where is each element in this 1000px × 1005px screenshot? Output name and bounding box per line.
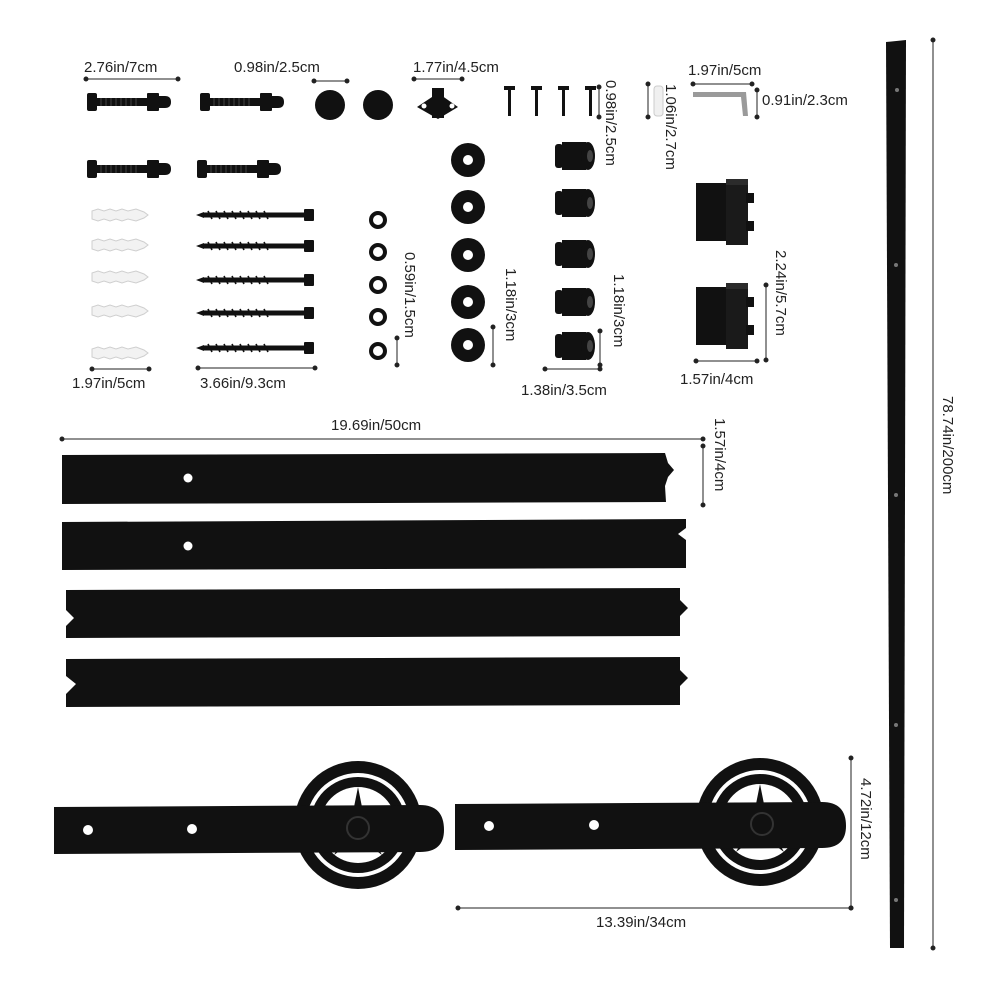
dimension-label-spacer-width: 1.38in/3.5cm [521,382,607,399]
dimension-label-small-screw: 0.98in/2.5cm [602,80,619,166]
hex-bolt-long [199,92,285,112]
allen-wrench [693,92,748,116]
hex-bolt-long [86,92,172,112]
small-wood-screw [504,86,515,116]
spacer-bushing [555,240,595,268]
small-washer [369,308,387,326]
small-wood-screw [558,86,569,116]
cap-nut [363,90,393,120]
spacer-bushing [555,332,595,360]
connector-plate [62,519,686,570]
hex-bolt-long [196,159,282,179]
dimension-label-hanger-height: 4.72in/12cm [857,778,874,860]
door-hanger [455,758,846,886]
wall-anchor [91,346,149,360]
large-washer [451,143,485,177]
small-washer [369,243,387,261]
dimension-label-hanger-length: 13.39in/34cm [596,914,687,931]
spacer-bushing [555,189,595,217]
small-wood-screw [585,86,596,116]
dimension-label-rail-length: 78.74in/200cm [939,396,956,495]
floor-guide [417,88,458,119]
wall-anchor [91,304,149,318]
small-washer [369,276,387,294]
large-washer [451,190,485,224]
spacer-bushing [555,142,595,170]
wall-anchor [91,238,149,252]
wall-anchor [91,208,149,222]
small-washer [369,342,387,360]
dimension-label-large-washer: 1.18in/3cm [502,268,519,342]
rail-stopper [696,283,754,349]
connector-plate [62,453,674,504]
dimension-label-wrench-length: 1.97in/5cm [688,62,762,79]
lag-screw [195,273,315,287]
hex-bolt-long [86,159,172,179]
dimension-label-cap-nut: 0.98in/2.5cm [234,59,320,76]
lag-screw [195,239,315,253]
rail-stopper [696,179,754,245]
dimension-label-floor-guide: 1.77in/4.5cm [413,59,499,76]
dimension-label-connector-length: 19.69in/50cm [331,417,422,434]
connector-plate [66,588,688,638]
large-washer [451,328,485,362]
connector-plate [66,657,688,707]
cap-nut [315,90,345,120]
lag-screw [195,208,315,222]
spacer-bushing [555,288,595,316]
dimension-label-wrench-short: 0.91in/2.3cm [762,92,848,109]
dimension-label-anchor: 1.97in/5cm [72,375,146,392]
dimension-lines [59,37,936,951]
dimension-label-stopper-height: 2.24in/5.7cm [772,250,789,336]
dimension-label-wrench-height: 1.06in/2.7cm [662,84,679,170]
dimension-label-spacer-height: 1.18in/3cm [610,274,627,348]
door-hanger [54,761,444,889]
large-washer [451,285,485,319]
small-washer [369,211,387,229]
dimension-label-connector-height: 1.57in/4cm [711,418,728,492]
small-wood-screw [531,86,542,116]
white-door-stop [653,85,664,117]
track-rail [886,40,906,948]
dimension-label-lag-screw: 3.66in/9.3cm [200,375,286,392]
dimension-label-small-washer: 0.59in/1.5cm [401,252,418,338]
wall-anchor [91,270,149,284]
lag-screw [195,306,315,320]
lag-screw [195,341,315,355]
large-washer [451,238,485,272]
dimension-label-bolt: 2.76in/7cm [84,59,158,76]
dimension-label-stopper-width: 1.57in/4cm [680,371,754,388]
